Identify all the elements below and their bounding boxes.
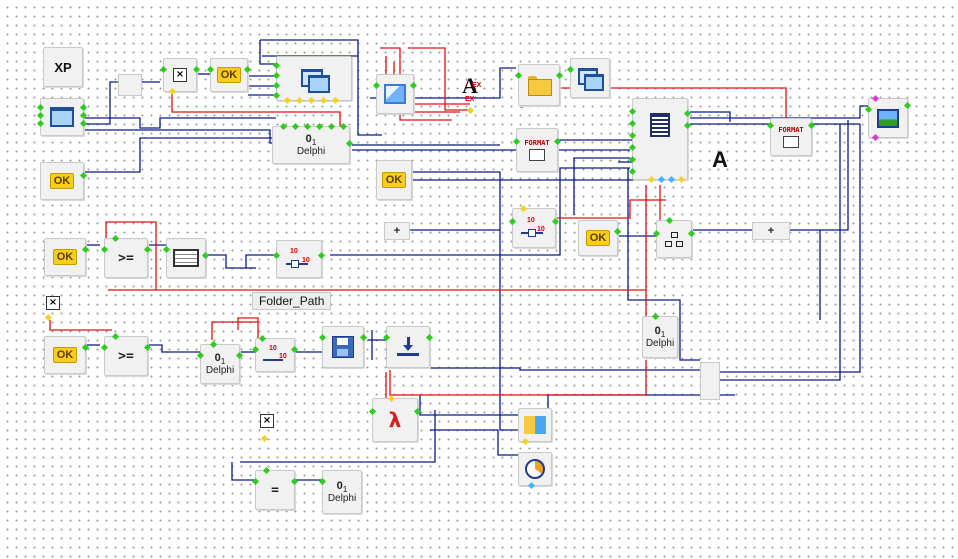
index-icon: 10 10 xyxy=(513,209,555,247)
ok-label: OK xyxy=(52,347,78,363)
ok-label: OK xyxy=(216,67,242,83)
window-form-icon xyxy=(41,99,83,135)
format-component-1[interactable]: FORMAT xyxy=(512,128,562,172)
ok-button-component-1[interactable]: OK xyxy=(40,162,88,200)
ok-button-component-3[interactable]: OK xyxy=(376,160,412,200)
list-box-icon xyxy=(633,85,687,165)
ok-label: OK xyxy=(585,230,611,246)
tree-component[interactable] xyxy=(652,216,696,258)
ge-label: >= xyxy=(118,348,134,364)
compare-ge-component-2[interactable]: >= xyxy=(100,332,152,376)
font-a-icon: A xyxy=(712,147,728,172)
windows-cascade-icon xyxy=(277,57,351,100)
close-button-component-3[interactable]: × xyxy=(252,404,282,443)
font-component[interactable]: A xyxy=(702,140,738,180)
equals-component[interactable]: = xyxy=(251,466,299,510)
list-box-component[interactable] xyxy=(628,98,692,184)
index-component-3[interactable]: 10 10 xyxy=(251,334,299,372)
index-icon: 10 10 xyxy=(256,339,294,371)
ok-button-component-5[interactable]: OK xyxy=(44,238,90,276)
close-button-component-1[interactable]: × xyxy=(159,58,201,96)
chart-component[interactable] xyxy=(518,452,552,490)
ok-label: OK xyxy=(49,173,75,189)
download-tray-icon xyxy=(387,327,429,367)
close-box-icon: × xyxy=(260,414,274,428)
blue-wires xyxy=(84,39,872,481)
ok-button-component-2[interactable]: OK xyxy=(206,58,252,92)
mdi-window-component[interactable] xyxy=(272,56,352,105)
ok-label: OK xyxy=(381,172,407,188)
index-component-1[interactable]: 10 10 xyxy=(508,204,560,248)
pdf-component[interactable]: λ xyxy=(368,394,422,442)
ok-button-component-4[interactable]: OK xyxy=(578,220,622,256)
folder-path-label[interactable]: Folder_Path xyxy=(252,292,332,310)
index-component-2[interactable]: 10 10 xyxy=(272,240,326,278)
pie-chart-icon xyxy=(519,453,551,485)
tree-icon xyxy=(657,221,691,257)
folder-component[interactable] xyxy=(514,64,564,106)
close-box-icon: × xyxy=(173,68,187,82)
windows-cascade-icon xyxy=(571,59,609,97)
hub-node-2[interactable] xyxy=(700,362,720,400)
eq-label: = xyxy=(271,482,279,498)
format-icon: FORMAT xyxy=(771,119,811,155)
picture-component[interactable] xyxy=(372,74,418,114)
close-button-component-2[interactable]: × xyxy=(40,290,66,322)
image-component[interactable] xyxy=(864,94,912,142)
pdf-icon: λ xyxy=(388,408,402,432)
tiles-component[interactable] xyxy=(518,408,552,446)
font-a-icon: A xyxy=(462,73,478,98)
hub-node-1[interactable] xyxy=(118,74,142,96)
format-icon: FORMAT xyxy=(517,129,557,171)
save-disk-icon xyxy=(323,327,363,367)
close-box-icon: × xyxy=(46,296,60,310)
form-component[interactable] xyxy=(36,98,88,136)
plus-node-2[interactable]: + xyxy=(752,222,790,240)
download-component[interactable] xyxy=(382,326,434,368)
ok-label: OK xyxy=(52,249,78,265)
save-dialog-component[interactable] xyxy=(318,326,368,368)
index-icon: 10 10 xyxy=(277,241,321,277)
mdi-child-component[interactable] xyxy=(566,58,610,98)
plus-node-1[interactable]: + xyxy=(384,222,410,240)
font-dialog-component[interactable]: A EX EX xyxy=(450,62,490,115)
memo-component[interactable] xyxy=(162,238,210,278)
ge-label: >= xyxy=(118,250,134,266)
picture-icon xyxy=(377,75,413,113)
xp-manifest-component[interactable]: XP xyxy=(43,47,83,87)
memo-icon xyxy=(167,239,205,277)
folder-icon xyxy=(519,65,559,105)
tiles-icon xyxy=(519,409,551,441)
format-component-2[interactable]: FORMAT xyxy=(766,118,816,156)
image-icon xyxy=(869,99,907,137)
xp-manifest-icon: XP xyxy=(54,59,72,75)
ok-button-component-6[interactable]: OK xyxy=(44,336,90,374)
compare-ge-component-1[interactable]: >= xyxy=(100,234,152,278)
